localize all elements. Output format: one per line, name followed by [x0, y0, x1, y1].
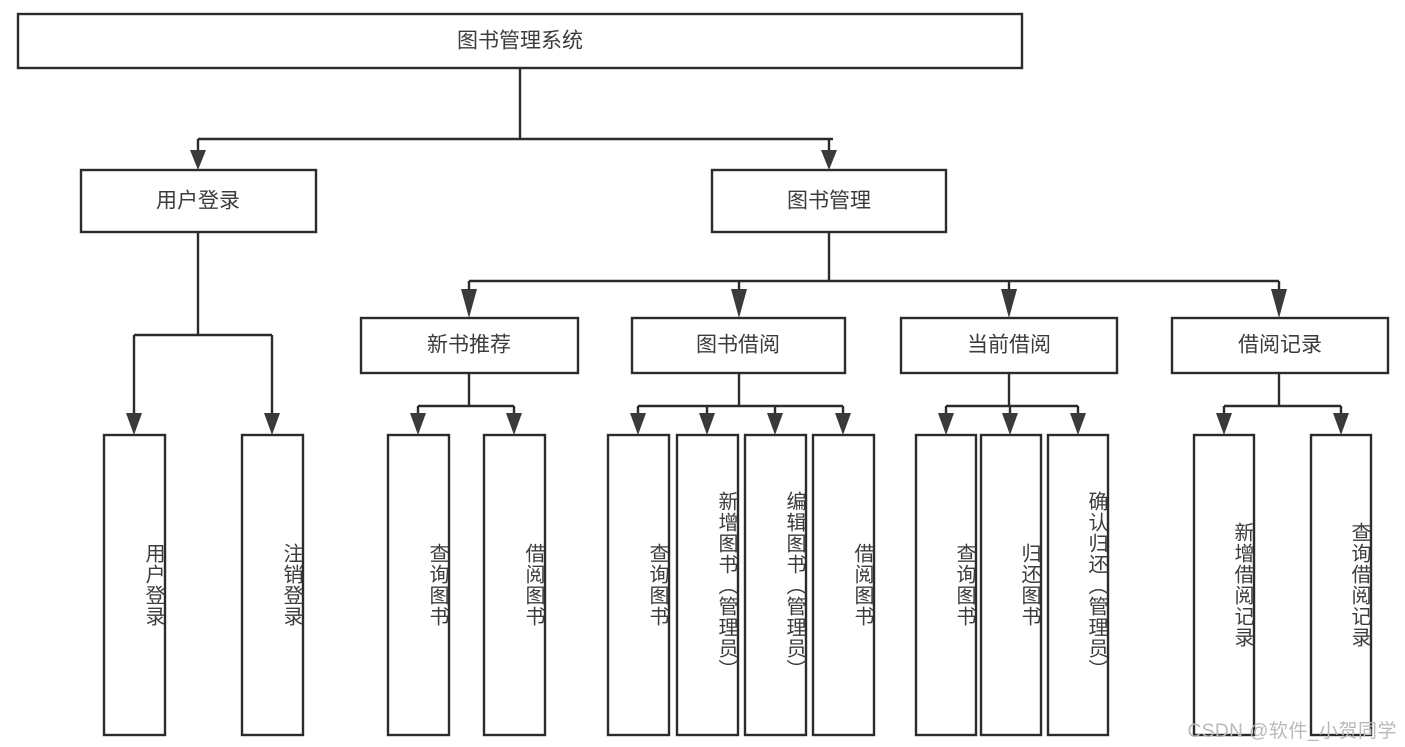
node-current-borrow-label: 当前借阅: [967, 334, 1051, 357]
node-book-manage[interactable]: 图书管理: [710, 168, 948, 234]
node-borrow-record-box[interactable]: [1170, 316, 1390, 375]
node-user-login-label: 用户登录: [156, 190, 240, 213]
connectors-root-to-level2: [190, 68, 837, 170]
node-book-manage-label: 图书管理: [787, 190, 871, 213]
arrowhead-br-leaf2: [1333, 413, 1349, 435]
arrowhead-bb-leaf2: [699, 413, 715, 435]
arrowhead-cb-leaf3: [1070, 413, 1086, 435]
leaf-box-nb-borrow-book[interactable]: [482, 433, 547, 737]
node-new-book-recommend-box[interactable]: [359, 316, 580, 375]
node-root-box[interactable]: [16, 12, 1024, 70]
node-new-book-recommend-label: 新书推荐: [427, 334, 511, 357]
arrowhead-cb-leaf2: [1002, 413, 1018, 435]
arrowhead-book-borrow: [731, 289, 747, 318]
node-current-borrow-box[interactable]: [899, 316, 1119, 375]
connectors-new-book-to-leaves: [410, 373, 522, 435]
arrowhead-nb-leaf1: [410, 413, 426, 435]
arrowhead-leaf-user-login: [126, 413, 142, 435]
arrowhead-cb-leaf1: [938, 413, 954, 435]
node-new-book-recommend[interactable]: 新书推荐: [359, 316, 580, 375]
leaf-box-logout[interactable]: [240, 433, 305, 737]
arrowhead-nb-leaf2: [506, 413, 522, 435]
arrowhead-leaf-logout: [264, 413, 280, 435]
node-borrow-record-label: 借阅记录: [1238, 334, 1322, 357]
leaf-boxes-user-login: [102, 433, 305, 737]
node-user-login[interactable]: 用户登录: [79, 168, 318, 234]
leaf-boxes-book-borrow: [606, 433, 876, 737]
arrowhead-borrow-record: [1271, 289, 1287, 318]
leaf-box-bb-add-book[interactable]: [675, 433, 740, 737]
leaf-boxes-new-book-recommend: [386, 433, 547, 737]
leaf-box-br-add-record[interactable]: [1192, 433, 1256, 737]
node-book-borrow[interactable]: 图书借阅: [630, 316, 847, 375]
arrowhead-current-borrow: [1001, 289, 1017, 318]
leaf-box-user-login[interactable]: [102, 433, 167, 737]
leaf-box-br-query-record[interactable]: [1309, 433, 1373, 737]
node-book-borrow-box[interactable]: [630, 316, 847, 375]
node-user-login-box[interactable]: [79, 168, 318, 234]
arrowhead-bb-leaf1: [630, 413, 646, 435]
leaf-boxes-borrow-record: [1192, 433, 1373, 737]
connectors-book-manage-to-level3: [461, 232, 1287, 318]
arrowhead-user-login: [190, 150, 206, 170]
leaf-box-bb-borrow-book[interactable]: [811, 433, 876, 737]
watermark: CSDN @软件_小贺同学: [1187, 721, 1397, 742]
leaf-box-cb-return-book[interactable]: [979, 433, 1043, 737]
arrowhead-bb-leaf3: [767, 413, 783, 435]
leaf-box-bb-edit-book[interactable]: [743, 433, 808, 737]
node-borrow-record[interactable]: 借阅记录: [1170, 316, 1390, 375]
arrowhead-new-book: [461, 289, 477, 318]
connectors-current-borrow-to-leaves: [938, 373, 1086, 435]
connectors-user-login-to-leaves: [126, 232, 280, 435]
connectors-book-borrow-to-leaves: [630, 373, 851, 435]
node-current-borrow[interactable]: 当前借阅: [899, 316, 1119, 375]
leaf-box-cb-query-book[interactable]: [914, 433, 978, 737]
leaf-box-nb-query-book[interactable]: [386, 433, 451, 737]
arrowhead-bb-leaf4: [835, 413, 851, 435]
arrowhead-br-leaf1: [1216, 413, 1232, 435]
leaf-box-bb-query-book[interactable]: [606, 433, 671, 737]
connectors-borrow-record-to-leaves: [1216, 373, 1349, 435]
arrowhead-book-manage: [821, 150, 837, 170]
leaf-boxes-current-borrow: [914, 433, 1110, 737]
node-root-label: 图书管理系统: [457, 30, 583, 53]
node-root[interactable]: 图书管理系统: [16, 12, 1024, 70]
leaf-box-cb-confirm-return[interactable]: [1046, 433, 1110, 737]
node-book-borrow-label: 图书借阅: [696, 334, 780, 357]
node-book-manage-box[interactable]: [710, 168, 948, 234]
